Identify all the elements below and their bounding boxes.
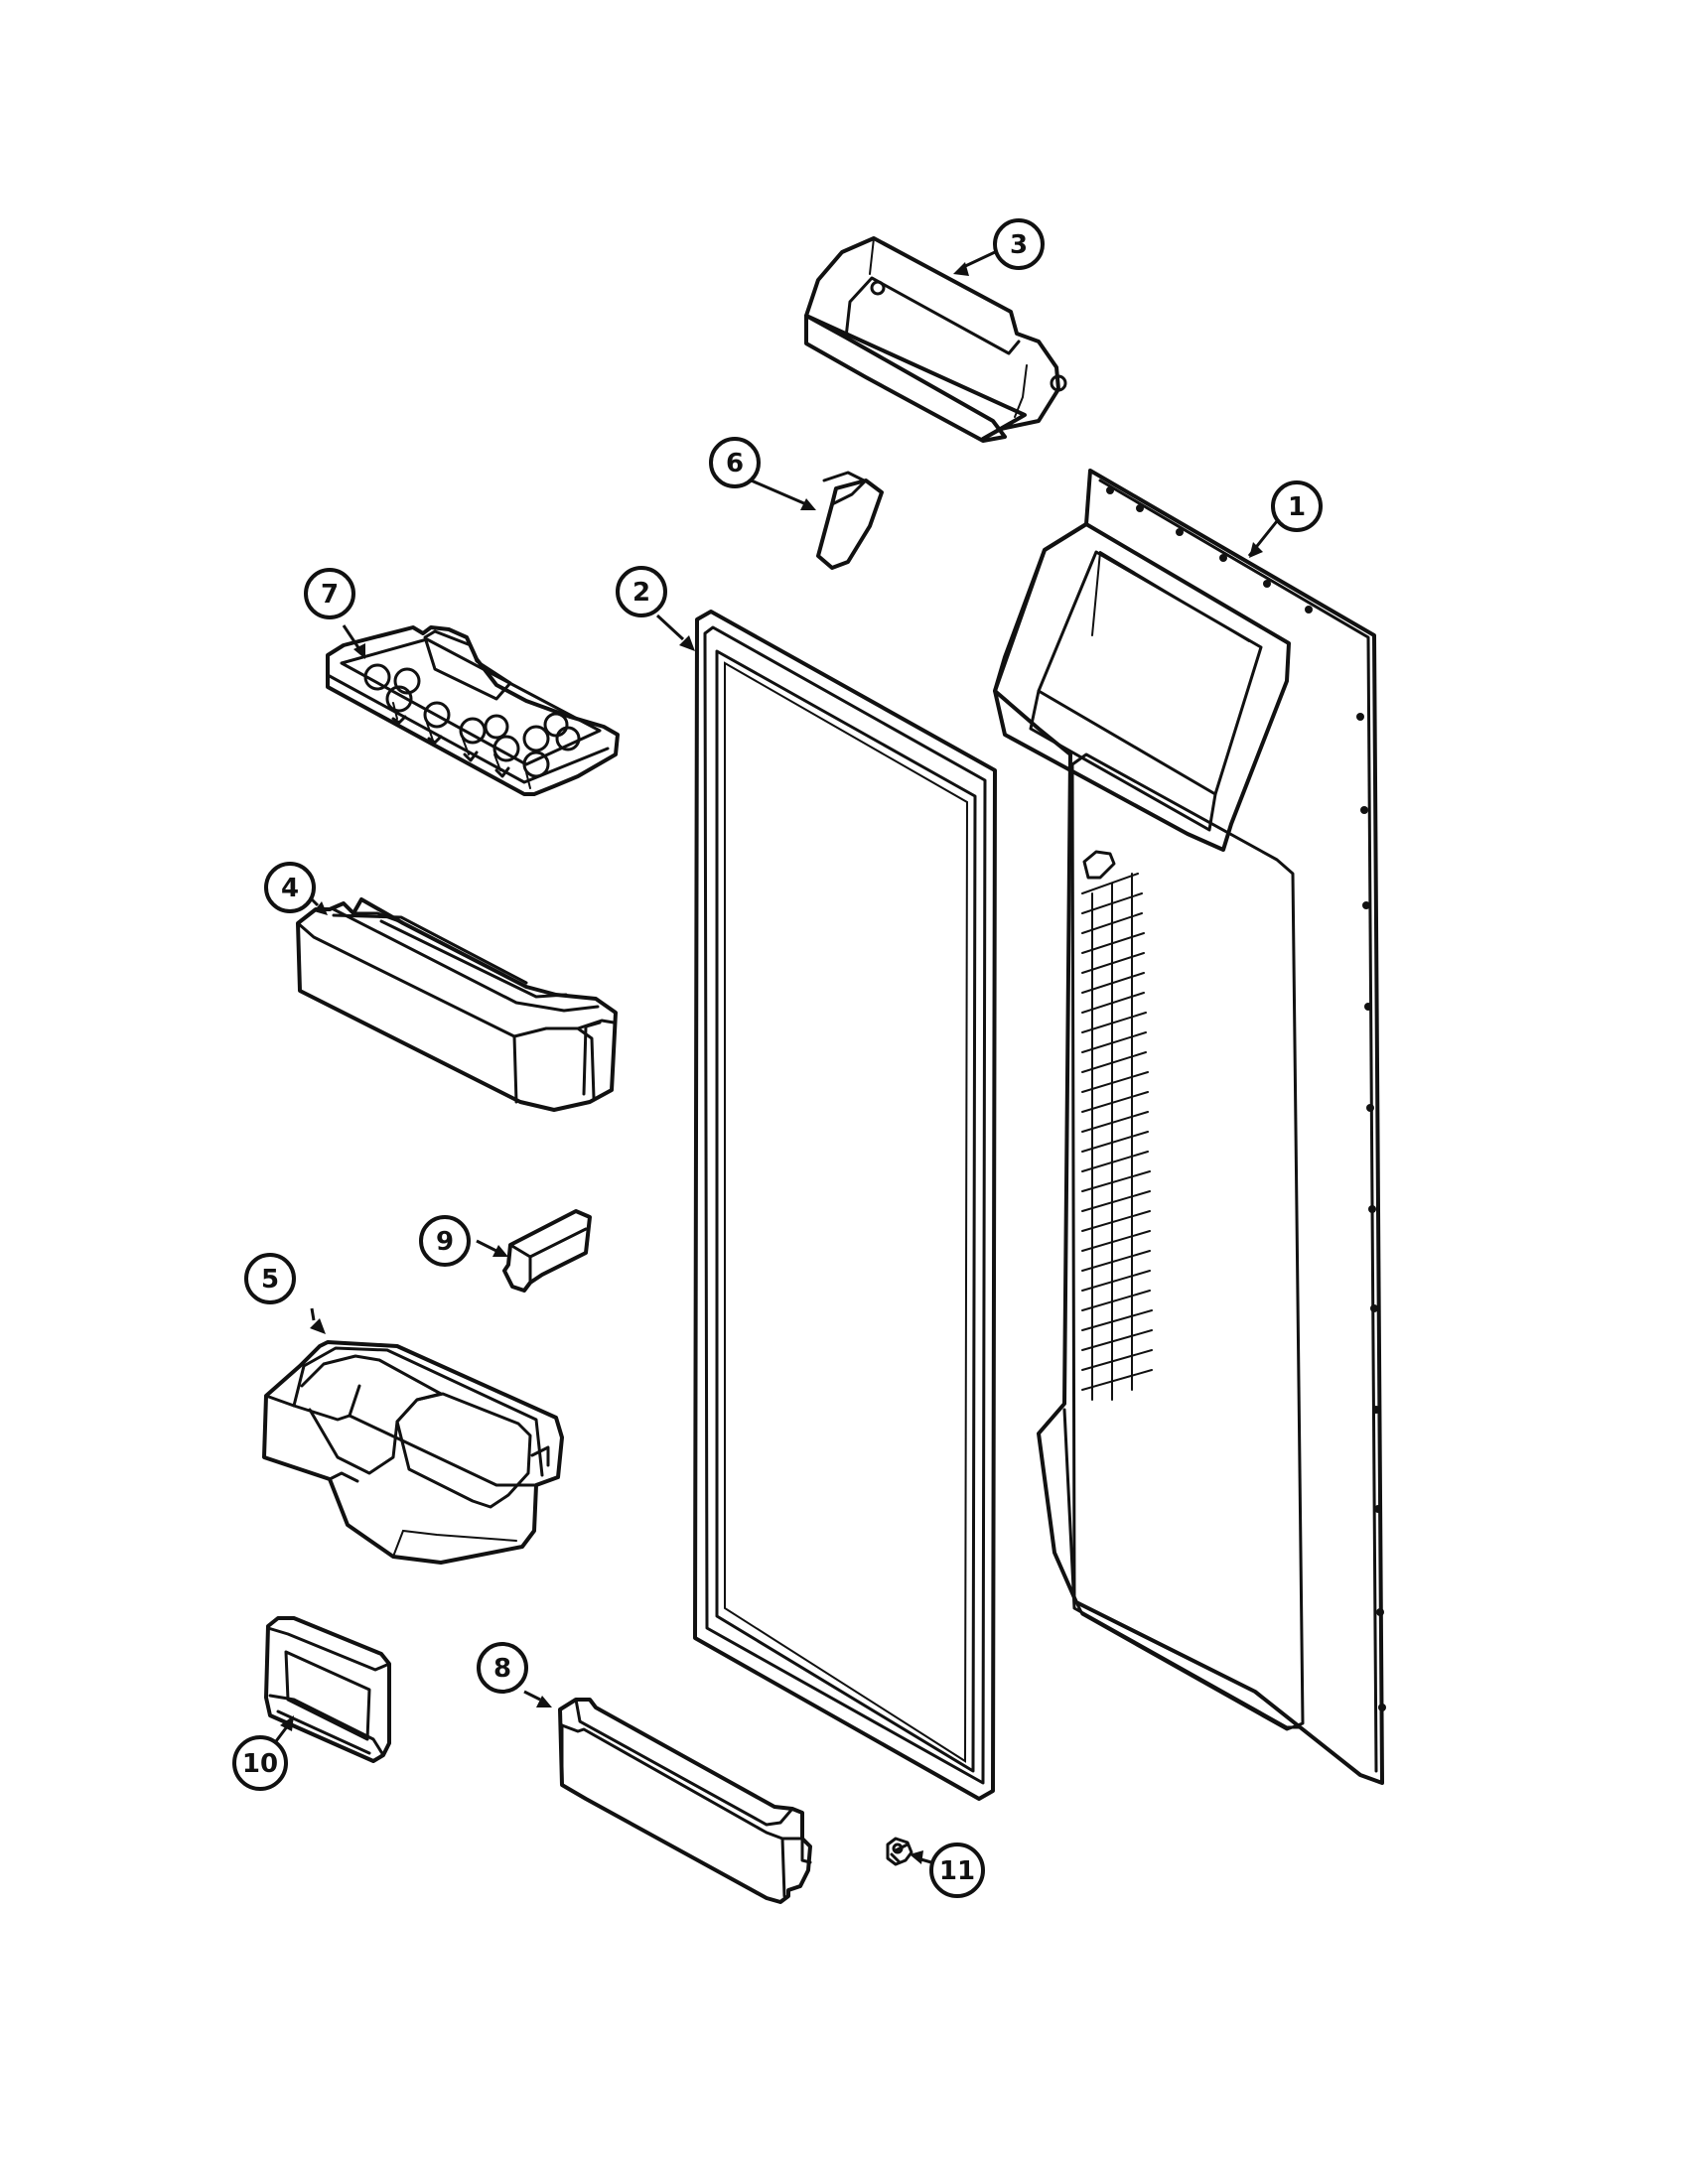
- part-11-fastener: [886, 1837, 913, 1866]
- part-10-end-cap: [264, 1616, 391, 1763]
- callout-1: 1: [1271, 480, 1323, 532]
- callout-3-label: 3: [1010, 230, 1028, 260]
- callout-4-label: 4: [281, 874, 299, 903]
- callout-6-label: 6: [726, 449, 744, 478]
- callout-9-label: 9: [436, 1227, 454, 1257]
- callout-9: 9: [419, 1215, 471, 1267]
- part-5-dairy-bin: [262, 1340, 564, 1565]
- callout-7-label: 7: [321, 580, 339, 610]
- part-7-egg-tray: [326, 625, 620, 796]
- callout-8: 8: [477, 1642, 528, 1694]
- callout-4: 4: [264, 862, 316, 913]
- callout-2: 2: [616, 566, 667, 617]
- callout-10-label: 10: [242, 1749, 278, 1779]
- callout-2-label: 2: [632, 578, 650, 608]
- callout-8-label: 8: [493, 1654, 511, 1684]
- callout-leaders: [274, 250, 1283, 1864]
- part-6-hinge-cover: [816, 471, 884, 570]
- part-4-door-bin: [296, 897, 618, 1112]
- callout-5: 5: [244, 1253, 296, 1304]
- liner-ribs: [1081, 850, 1153, 1401]
- callout-5-label: 5: [261, 1265, 279, 1295]
- callout-11: 11: [929, 1843, 985, 1898]
- part-9-clip: [502, 1209, 592, 1293]
- callout-7: 7: [304, 568, 355, 619]
- part-8-small-bin: [558, 1698, 812, 1904]
- callout-11-label: 11: [939, 1856, 975, 1886]
- part-1-door-liner: [993, 469, 1386, 1785]
- callout-6: 6: [709, 437, 761, 488]
- part-3-dispenser-cover: [804, 236, 1067, 443]
- callout-3: 3: [993, 218, 1045, 270]
- part-2-door-gasket: [693, 610, 997, 1801]
- callout-10: 10: [232, 1735, 288, 1791]
- callout-1-label: 1: [1288, 492, 1306, 522]
